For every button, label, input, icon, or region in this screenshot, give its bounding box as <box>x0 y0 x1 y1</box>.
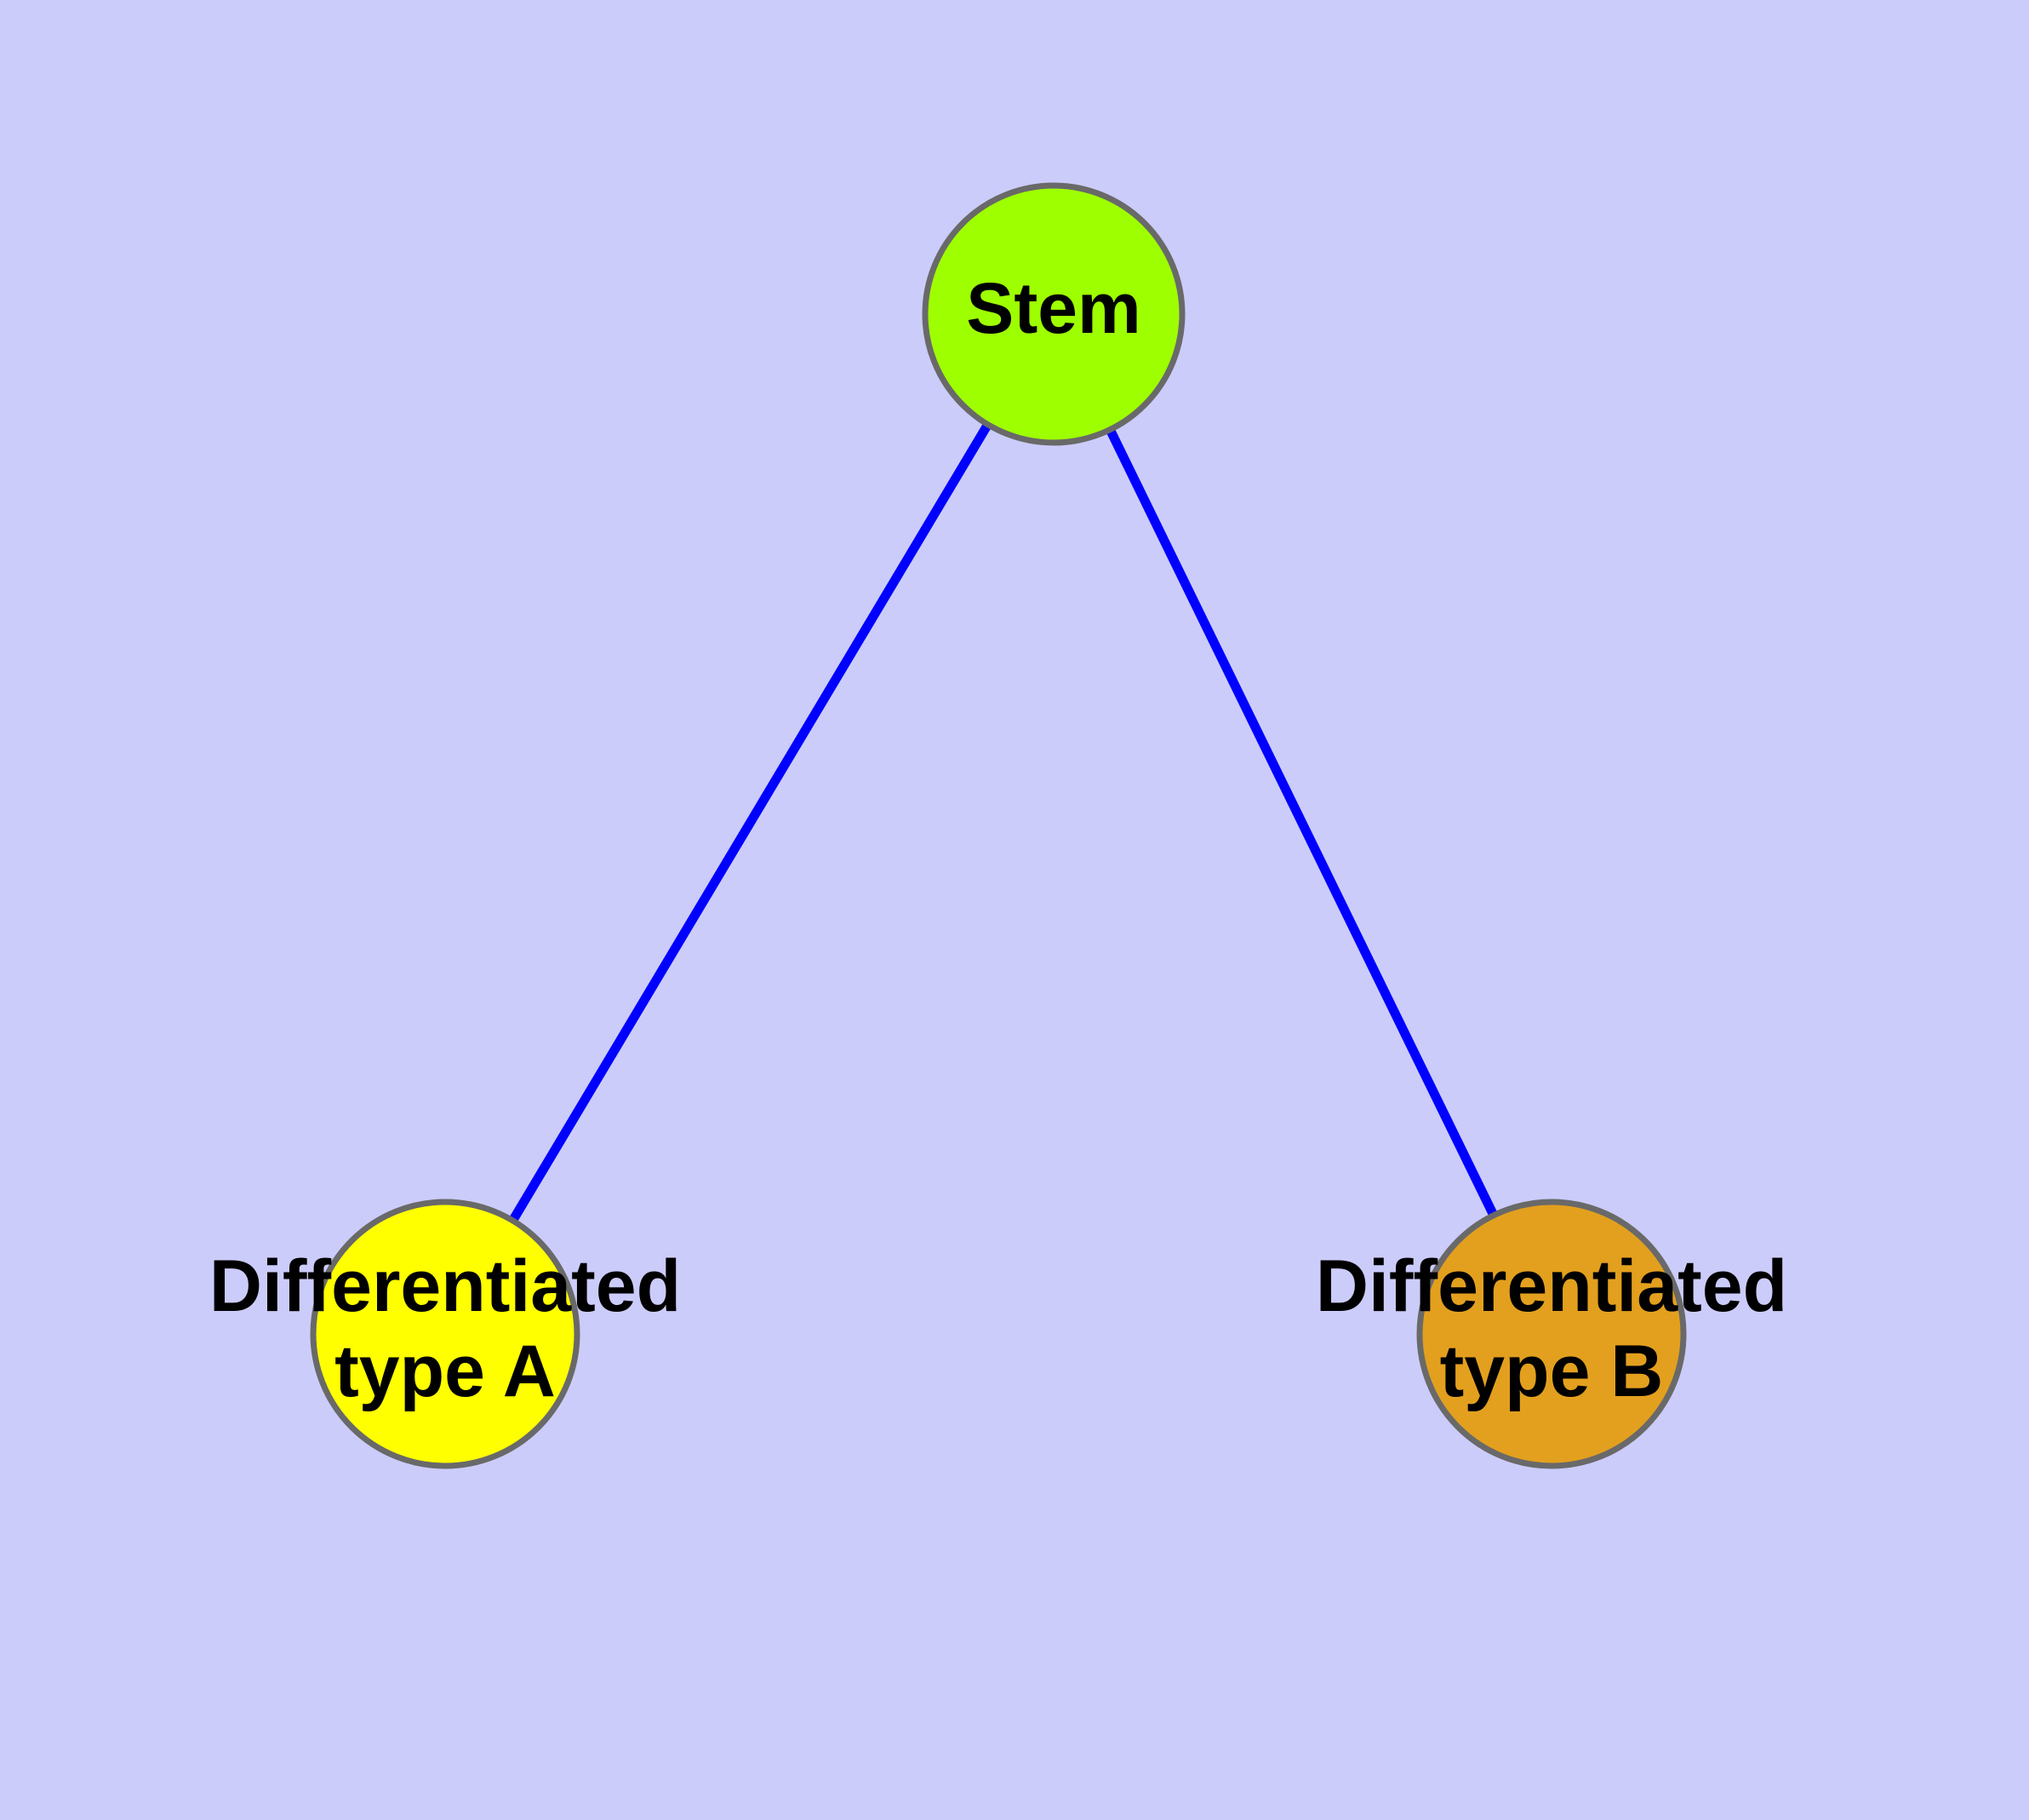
node-label-line: type B <box>1440 1331 1664 1412</box>
graph-edge-stem-to-diff_b[interactable] <box>1049 312 1556 1336</box>
graph-node-diff_a[interactable] <box>310 1199 580 1469</box>
nodes-layer <box>310 182 1687 1469</box>
edges-layer <box>441 312 1556 1336</box>
node-label-line: Stem <box>966 268 1140 348</box>
graph-edge-stem-to-diff_a[interactable] <box>441 312 1058 1336</box>
node-label-line: type A <box>334 1331 556 1412</box>
graph-node-diff_b[interactable] <box>1416 1199 1687 1469</box>
node-label-line: Differentiated <box>209 1245 681 1327</box>
node-label-stem: Stem <box>966 268 1140 348</box>
graph-node-stem[interactable] <box>922 182 1186 446</box>
node-label-line: Differentiated <box>1316 1245 1787 1327</box>
